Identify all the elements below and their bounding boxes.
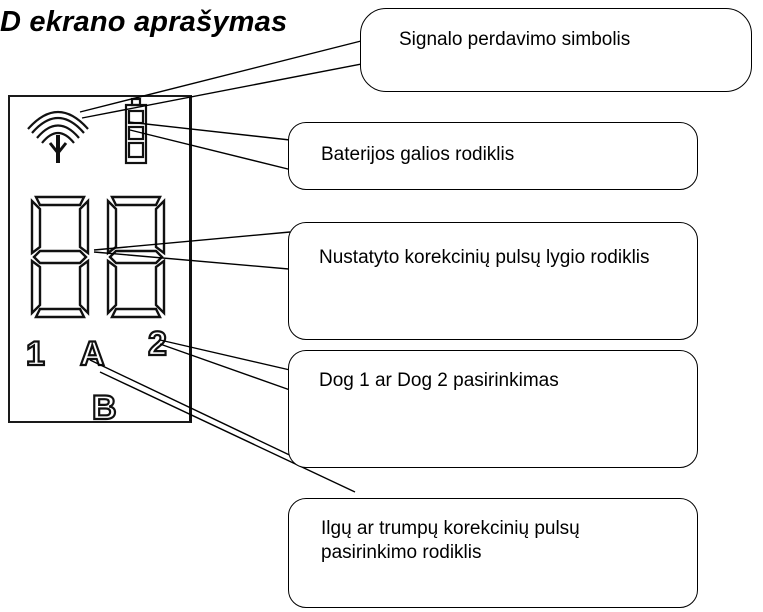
digit-right — [106, 195, 166, 319]
lcd-label-b: B — [92, 389, 117, 423]
callout-battery: Baterijos galios rodiklis — [288, 122, 698, 190]
lcd-display: 1 A 2 B — [8, 95, 192, 423]
lcd-segments: 1 A 2 B — [25, 97, 168, 423]
lcd-label-2: 2 — [148, 325, 167, 363]
callout-dog-select: Dog 1 ar Dog 2 pasirinkimas — [288, 350, 698, 468]
lcd-label-1: 1 — [26, 335, 45, 373]
lcd-label-a: A — [80, 335, 105, 373]
digit-left — [30, 195, 90, 319]
battery-icon — [124, 97, 148, 165]
lcd-glare — [16, 380, 52, 406]
callout-signal: Signalo perdavimo simbolis — [360, 8, 752, 92]
signal-antenna-icon — [27, 111, 89, 163]
callout-pulse-length: Ilgų ar trumpų korekcinių pulsų pasirink… — [288, 498, 698, 608]
page-title: D ekrano aprašymas — [0, 6, 288, 38]
lcd-glare — [136, 381, 166, 399]
callout-pulse-level: Nustatyto korekcinių pulsų lygio rodikli… — [288, 222, 698, 340]
